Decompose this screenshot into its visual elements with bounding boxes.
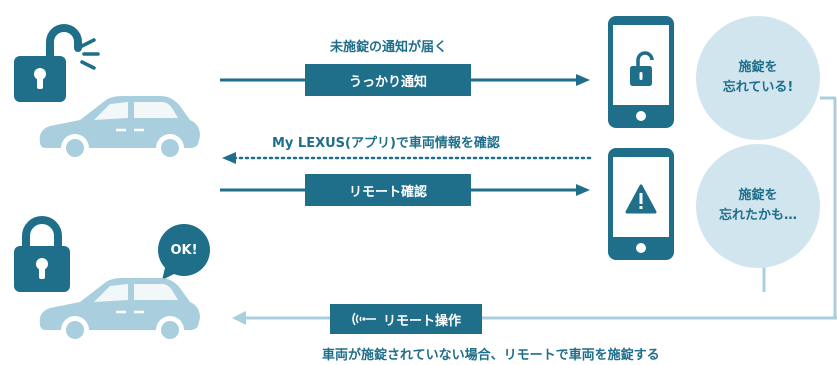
dotted-arrow-to-car — [222, 152, 594, 164]
unlocked-padlock-icon — [14, 24, 100, 102]
bottom-return-arrowhead — [232, 311, 246, 325]
forgot-lock-line2: 忘れている! — [722, 80, 794, 95]
middle-flow-pill: リモート確認 — [305, 174, 471, 206]
forgot-lock-circle: 施錠を 忘れている! — [696, 16, 820, 140]
smartphone-icon — [608, 148, 674, 260]
bottom-flow-pill-label: リモート操作 — [382, 313, 461, 329]
top-flow-pill: うっかり通知 — [305, 64, 471, 96]
maybe-forgot-line2: 忘れたかも… — [718, 208, 797, 223]
ok-speech-bubble: OK! — [158, 224, 210, 280]
maybe-forgot-circle: 施錠を 忘れたかも… — [696, 144, 820, 268]
car-icon — [39, 278, 200, 344]
top-flow-caption: 未施錠の通知が届く — [330, 40, 448, 55]
bottom-flow-pill: リモート操作 — [330, 304, 482, 334]
smartphone-icon — [608, 16, 674, 128]
warning-icon — [625, 184, 657, 214]
middle-flow-caption: My LEXUS(アプリ)で車両情報を確認 — [272, 136, 500, 151]
ok-label: OK! — [170, 242, 198, 258]
bottom-flow-caption: 車両が施錠されていない場合、リモートで車両を施錠する — [322, 348, 660, 363]
maybe-forgot-line1: 施錠を — [738, 187, 778, 203]
car-icon — [39, 96, 200, 162]
unlocked-padlock-icon — [630, 51, 654, 86]
locked-padlock-icon — [14, 216, 70, 292]
wave-signal-icon — [352, 312, 376, 326]
forgot-lock-line1: 施錠を — [738, 59, 778, 75]
